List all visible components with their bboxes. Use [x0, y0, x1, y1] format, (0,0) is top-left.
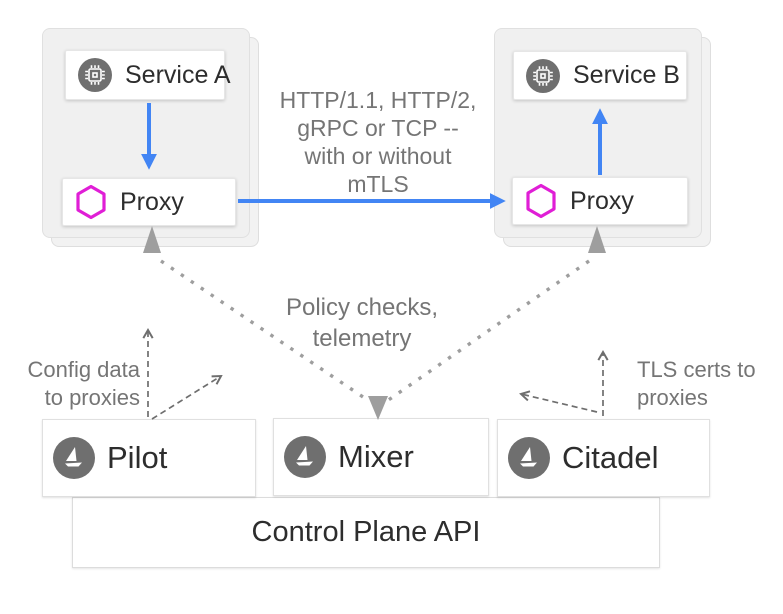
- tls-note-line: proxies: [637, 385, 708, 410]
- config-note-line: to proxies: [44, 385, 140, 410]
- policy-note-line: telemetry: [312, 325, 412, 352]
- tls-certs-note: TLS certs to proxies: [637, 356, 767, 412]
- traffic-protocols-note: HTTP/1.1, HTTP/2, gRPC or TCP -- with or…: [258, 86, 498, 198]
- proxy-card-right: Proxy: [512, 177, 688, 225]
- citadel-box: Citadel: [497, 419, 710, 497]
- magenta-hexagon-icon: [525, 183, 557, 219]
- dashed-arrow-citadel-diagonal: [519, 390, 598, 413]
- proxy-right-label: Proxy: [570, 186, 634, 215]
- traffic-note-line: mTLS: [347, 171, 409, 197]
- config-note-line: Config data: [27, 357, 140, 382]
- mixer-label: Mixer: [338, 439, 414, 474]
- pilot-label: Pilot: [107, 440, 168, 475]
- dashed-arrow-pilot-diagonal: [151, 374, 223, 420]
- service-a-label: Service A: [125, 60, 231, 89]
- pilot-box: Pilot: [42, 419, 256, 497]
- policy-telemetry-note: Policy checks, telemetry: [262, 292, 462, 354]
- istio-sailboat-icon: [508, 437, 550, 479]
- tls-note-line: TLS certs to: [637, 357, 756, 382]
- cpu-chip-icon: [78, 58, 112, 92]
- control-plane-api-label: Control Plane API: [251, 516, 481, 548]
- proxy-card-left: Proxy: [62, 178, 236, 226]
- service-b-card: Service B: [513, 51, 687, 100]
- istio-sailboat-icon: [53, 437, 95, 479]
- istio-sailboat-icon: [284, 436, 326, 478]
- config-data-note: Config data to proxies: [18, 356, 140, 412]
- traffic-note-line: with or without: [304, 143, 452, 169]
- control-plane-api-box: Control Plane API: [72, 497, 660, 568]
- service-a-card: Service A: [65, 50, 231, 100]
- cpu-chip-icon: [526, 58, 560, 93]
- magenta-hexagon-icon: [75, 184, 107, 220]
- traffic-note-line: gRPC or TCP --: [297, 115, 459, 141]
- traffic-note-line: HTTP/1.1, HTTP/2,: [279, 87, 477, 113]
- service-b-label: Service B: [573, 61, 680, 89]
- proxy-left-label: Proxy: [120, 187, 184, 216]
- citadel-label: Citadel: [562, 440, 659, 475]
- mixer-box: Mixer: [273, 418, 489, 496]
- policy-note-line: Policy checks,: [285, 294, 439, 321]
- gray-arrowhead-down-mixer: [368, 396, 388, 420]
